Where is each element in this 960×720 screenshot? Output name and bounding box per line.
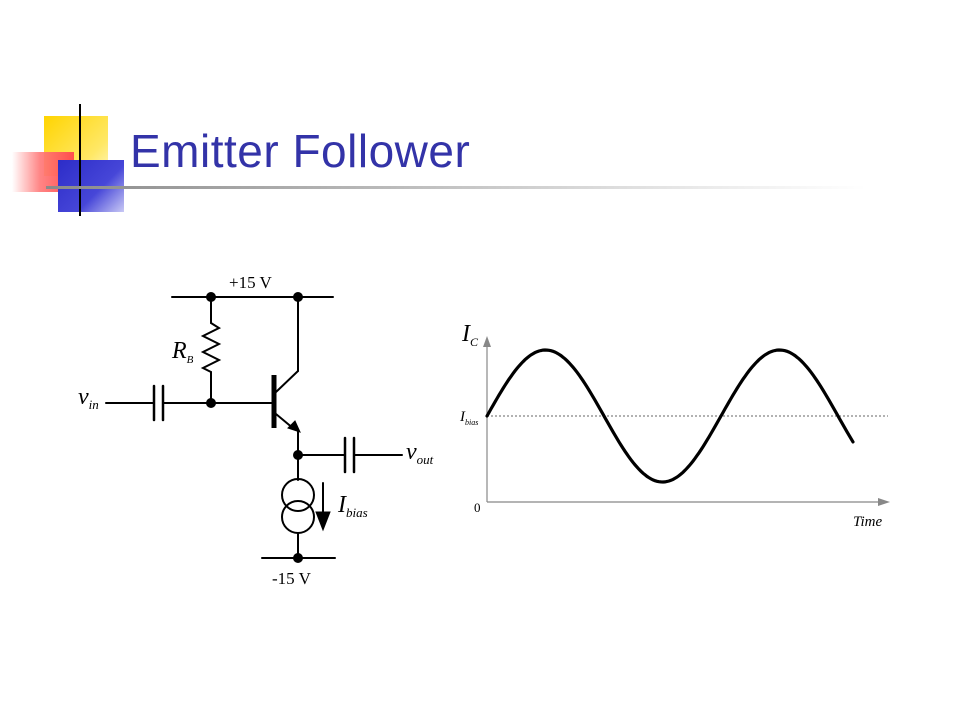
negative-supply-label: -15 V <box>272 569 312 588</box>
positive-supply-label: +15 V <box>229 273 273 292</box>
current-source-ibias <box>281 454 331 559</box>
resistor-label: RB <box>171 338 194 366</box>
bias-level-label: Ibias <box>459 409 478 427</box>
x-axis-arrow <box>878 498 890 506</box>
x-axis-label: Time <box>853 514 883 530</box>
npn-transistor <box>271 296 301 456</box>
collector-current-waveform <box>483 336 890 506</box>
input-coupling-capacitor <box>105 384 275 422</box>
title-underline <box>46 186 866 189</box>
y-axis-arrow <box>483 336 491 347</box>
emitter-follower-circuit <box>105 292 403 563</box>
zero-label: 0 <box>474 500 481 515</box>
ic-sine-curve <box>485 348 855 484</box>
decor-vertical-line <box>79 104 81 216</box>
current-source-label: Ibias <box>337 492 368 520</box>
junction-dots <box>206 292 303 563</box>
waveform-y-label: IC <box>461 321 479 349</box>
page-title: Emitter Follower <box>130 125 471 177</box>
output-label: vout <box>406 439 434 467</box>
input-label: vin <box>78 384 99 412</box>
resistor-rb <box>200 296 222 404</box>
output-coupling-capacitor <box>297 436 403 474</box>
